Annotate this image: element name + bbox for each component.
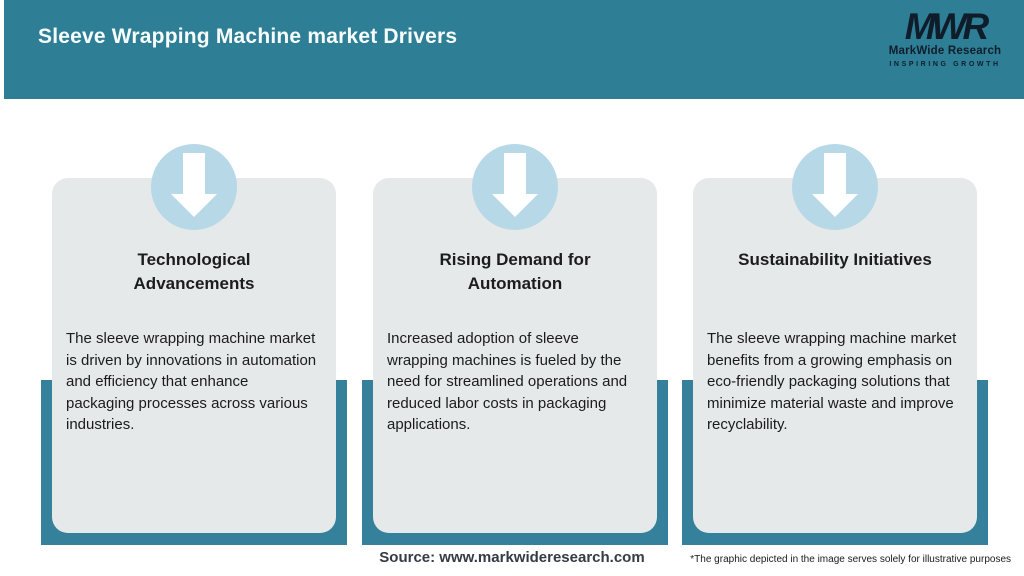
logo-tagline: INSPIRING GROWTH (889, 60, 1001, 68)
markwide-research-logo: MWR MarkWide Research INSPIRING GROWTH (880, 8, 1010, 68)
driver-card-sustainability-initiatives: Sustainability Initiatives The sleeve wr… (693, 178, 977, 533)
card-body-text: Increased adoption of sleeve wrapping ma… (387, 330, 628, 433)
down-arrow-icon (792, 144, 878, 230)
driver-card-technological-advancements: Technological Advancements The sleeve wr… (52, 178, 336, 533)
card-body-text: The sleeve wrapping machine market benef… (707, 330, 957, 433)
page-title: Sleeve Wrapping Machine market Drivers (38, 25, 458, 48)
logo-name: MarkWide Research (888, 45, 1002, 57)
driver-card-rising-demand-for-automation: Rising Demand for Automation Increased a… (373, 178, 657, 533)
disclaimer-text: *The graphic depicted in the image serve… (690, 554, 1011, 565)
card-body-text: The sleeve wrapping machine market is dr… (66, 330, 317, 433)
down-arrow-icon (151, 144, 237, 230)
source-text: Source: www.markwideresearch.com (379, 549, 645, 566)
card-title: Technological Advancements (133, 250, 255, 293)
card-title: Sustainability Initiatives (738, 250, 932, 269)
header-band: Sleeve Wrapping Machine market Drivers M… (4, 0, 1024, 99)
down-arrow-icon (472, 144, 558, 230)
card-title: Rising Demand for Automation (439, 250, 591, 293)
logo-monogram: MWR (904, 6, 989, 47)
